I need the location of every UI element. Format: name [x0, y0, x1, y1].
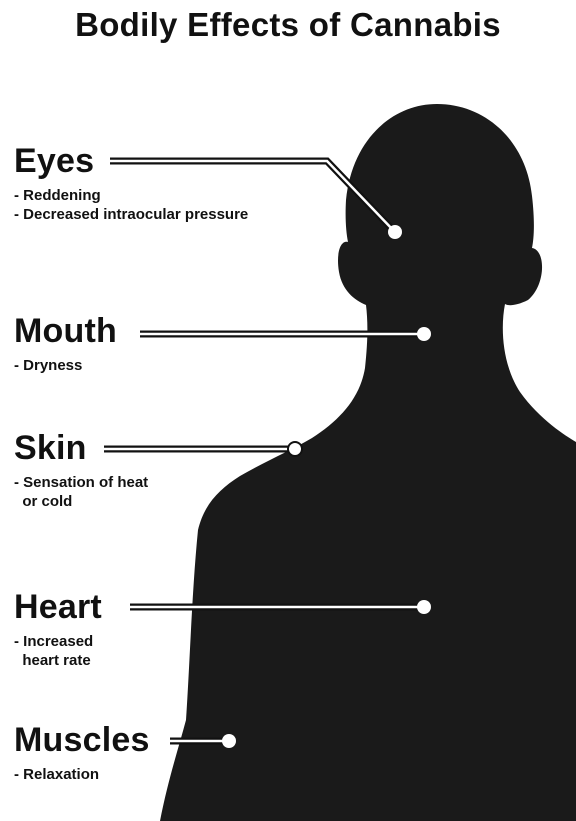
effect-heading-skin: Skin [14, 429, 148, 467]
heart-marker-dot [417, 600, 431, 614]
effect-item: heart rate [14, 651, 102, 670]
effect-block-heart: Heart - Increased heart rate [14, 588, 102, 670]
effect-heading-eyes: Eyes [14, 142, 248, 180]
muscles-marker-dot [222, 734, 236, 748]
effect-list-skin: - Sensation of heat or cold [14, 473, 148, 511]
effect-item: or cold [14, 492, 148, 511]
effect-block-skin: Skin - Sensation of heat or cold [14, 429, 148, 511]
effect-list-eyes: - Reddening - Decreased intraocular pres… [14, 186, 248, 224]
page-title: Bodily Effects of Cannabis [0, 6, 576, 44]
eyes-marker-dot [388, 225, 402, 239]
effect-item: - Reddening [14, 186, 248, 205]
effect-item: - Increased [14, 632, 102, 651]
effect-item: - Decreased intraocular pressure [14, 205, 248, 224]
effect-item: - Relaxation [14, 765, 150, 784]
effect-list-mouth: - Dryness [14, 356, 117, 375]
effect-list-muscles: - Relaxation [14, 765, 150, 784]
effect-list-heart: - Increased heart rate [14, 632, 102, 670]
effect-heading-heart: Heart [14, 588, 102, 626]
effect-block-eyes: Eyes - Reddening - Decreased intraocular… [14, 142, 248, 224]
effect-block-muscles: Muscles - Relaxation [14, 721, 150, 784]
effect-item: - Sensation of heat [14, 473, 148, 492]
mouth-marker-dot [417, 327, 431, 341]
effect-heading-mouth: Mouth [14, 312, 117, 350]
effect-block-mouth: Mouth - Dryness [14, 312, 117, 375]
effect-heading-muscles: Muscles [14, 721, 150, 759]
effect-item: - Dryness [14, 356, 117, 375]
